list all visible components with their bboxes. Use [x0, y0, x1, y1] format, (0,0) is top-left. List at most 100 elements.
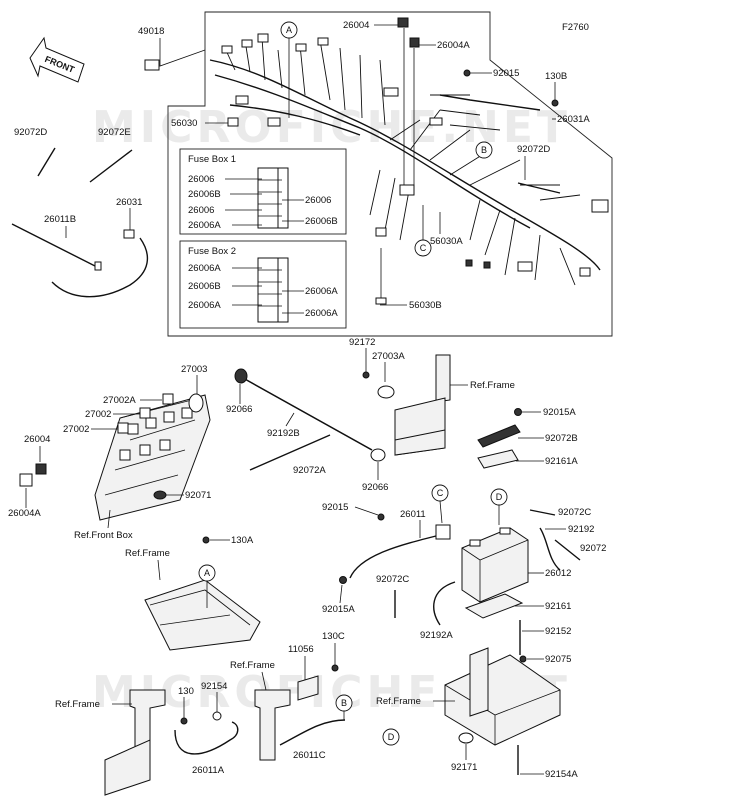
part-26011C [279, 719, 346, 746]
label-92015A-mid: 92015A [322, 604, 355, 615]
part-26031 [51, 237, 149, 298]
callout-a-mid-letter: A [204, 568, 210, 578]
label-130A: 130A [231, 535, 254, 546]
frame-bracket-right-upper [394, 354, 451, 456]
label-27003A: 27003A [372, 351, 405, 362]
label-26011B: 26011B [44, 214, 76, 225]
label-26004A-top: 26004A [437, 40, 470, 51]
label-56030A: 56030A [430, 236, 463, 247]
figure-code: F2760 [562, 22, 589, 33]
part-27003A [377, 385, 395, 399]
label-26012: 26012 [545, 568, 571, 579]
label-11056: 11056 [288, 644, 314, 655]
part-26004A-top [409, 37, 420, 48]
main-wiring-harness [209, 33, 609, 286]
part-92192 [539, 527, 561, 571]
callout-c-mid-letter: C [437, 488, 444, 498]
fuse-box-1-right-label-1: 26006 [305, 195, 331, 206]
callout-d-bottom [382, 728, 400, 746]
label-26011C: 26011C [293, 750, 326, 761]
part-56030 [227, 117, 239, 127]
part-92072E [89, 149, 133, 183]
fuse-box-2-right-label-2: 26006A [305, 308, 338, 319]
fuse-box-1-title: Fuse Box 1 [188, 154, 236, 165]
part-26011B [11, 223, 96, 267]
label-92072C-mid: 92072C [376, 574, 409, 585]
label-130B: 130B [545, 71, 567, 82]
label-ref-frame-5: Ref.Frame [230, 660, 275, 671]
fuse-box-1-left-label-2: 26006B [188, 189, 221, 200]
fuse-box-1-outline [179, 148, 347, 235]
fuse-box-2-left-label-1: 26006A [188, 263, 221, 274]
part-92072A [249, 434, 331, 471]
part-27003 [188, 393, 204, 413]
label-92072A: 92072A [293, 465, 326, 476]
label-27003: 27003 [181, 364, 207, 375]
label-92072C-right: 92072C [558, 507, 591, 518]
label-92192B: 92192B [267, 428, 300, 439]
fuse-box-1-left-label-4: 26006A [188, 220, 221, 231]
callout-b-top-letter: B [481, 145, 487, 155]
part-130 [180, 717, 188, 725]
part-92072D-left [37, 147, 56, 177]
label-ref-frame-3: Ref.Frame [125, 548, 170, 559]
part-92192A [433, 581, 456, 626]
callout-b-bottom-letter: B [341, 698, 347, 708]
part-26004-top [397, 17, 409, 28]
callout-a-top-letter: A [286, 25, 292, 35]
label-26004A-mid: 26004A [8, 508, 41, 519]
fuse-box-1-right-label-2: 26006B [305, 216, 338, 227]
label-92015A-right: 92015A [543, 407, 576, 418]
front-direction-arrow: FRONT [29, 36, 85, 83]
label-92015-top: 92015 [493, 68, 519, 79]
label-27002-a: 27002 [85, 409, 111, 420]
part-92161 [464, 593, 524, 619]
front-box-assembly [94, 394, 211, 521]
label-130: 130 [178, 686, 194, 697]
part-92075 [519, 655, 527, 663]
part-92015A-right [514, 408, 522, 416]
part-26012-battery [461, 527, 529, 603]
part-130A [202, 536, 210, 544]
part-92015-mid [377, 513, 385, 521]
part-92154 [212, 711, 222, 721]
label-92072D-left: 92072D [14, 127, 47, 138]
label-92071: 92071 [185, 490, 211, 501]
label-26031: 26031 [116, 197, 142, 208]
label-26011: 26011 [400, 509, 426, 520]
part-92015-top [463, 69, 471, 77]
part-92072D-right [517, 182, 561, 194]
label-26004-top: 26004 [343, 20, 369, 31]
label-27002-b: 27002 [63, 424, 89, 435]
label-92161: 92161 [545, 601, 571, 612]
frame-bracket-center-left [144, 579, 261, 651]
label-92154A: 92154A [545, 769, 578, 780]
label-92154: 92154 [201, 681, 227, 692]
frame-post-center [254, 689, 291, 761]
label-49018: 49018 [138, 26, 164, 37]
part-130C [331, 664, 339, 672]
part-92161A [477, 449, 519, 469]
fuse-box-2-right-label-1: 26006A [305, 286, 338, 297]
label-ref-frame-1: Ref.Frame [470, 380, 515, 391]
label-92161A: 92161A [545, 456, 578, 467]
label-26011A: 26011A [192, 765, 225, 776]
part-92066-right [370, 448, 386, 462]
label-ref-frame-4: Ref.Frame [55, 699, 100, 710]
label-92072B: 92072B [545, 433, 578, 444]
part-92066-left [234, 368, 248, 384]
callout-b-top [475, 141, 493, 159]
label-92015-mid: 92015 [322, 502, 348, 513]
part-49018 [144, 59, 160, 71]
part-92171 [458, 732, 474, 744]
callout-c-top-letter: C [420, 243, 427, 253]
label-92072: 92072 [580, 543, 606, 554]
label-92152: 92152 [545, 626, 571, 637]
callout-d-mid-letter: D [496, 492, 503, 502]
label-92171: 92171 [451, 762, 477, 773]
part-26011A [174, 721, 239, 755]
fuse-box-2-left-label-2: 26006B [188, 281, 221, 292]
fuse-box-1-left-label-3: 26006 [188, 205, 214, 216]
